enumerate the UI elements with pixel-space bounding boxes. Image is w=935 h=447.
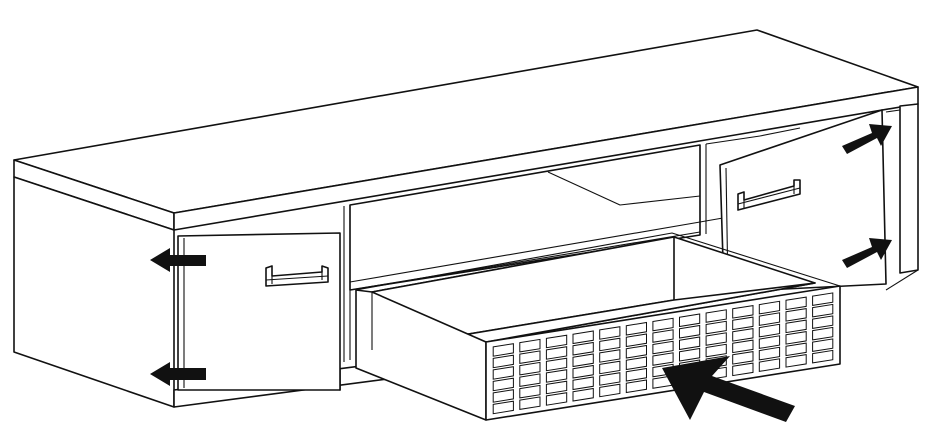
drawer-slat xyxy=(812,292,834,306)
drawer-slat xyxy=(519,373,541,387)
drawer-slat xyxy=(732,362,754,377)
cabinet-body xyxy=(13,29,919,408)
drawer-slat xyxy=(732,316,754,331)
drawer-slat xyxy=(519,396,541,410)
cabinet-right-side xyxy=(899,103,919,274)
drawer-slat xyxy=(545,334,568,349)
drawer-slat xyxy=(679,313,701,328)
drawer-slat xyxy=(652,317,674,332)
drawer-slat xyxy=(625,379,647,394)
drawer-slat xyxy=(785,331,807,345)
left-door-bottom-arrow xyxy=(150,362,206,386)
drawer-slat xyxy=(785,319,807,334)
drawer-slat xyxy=(732,328,754,342)
drawer-slat xyxy=(545,369,568,383)
drawer-slat xyxy=(652,352,674,366)
drawer-slat xyxy=(679,347,701,362)
arrows xyxy=(150,124,892,422)
drawer-slat xyxy=(492,377,514,392)
drawer-slat xyxy=(812,326,834,341)
drawer-slat xyxy=(572,341,594,356)
drawer-slat xyxy=(572,353,594,368)
drawer-push-arrow xyxy=(662,356,795,422)
drawer-slat xyxy=(492,389,514,403)
drawer-slat xyxy=(519,361,541,376)
drawer-slat xyxy=(812,338,834,352)
drawer-slat xyxy=(492,343,514,357)
drawer-slat xyxy=(572,364,594,379)
drawer-slat xyxy=(625,333,647,348)
drawer-slat xyxy=(599,326,621,340)
drawer-slat xyxy=(625,321,647,336)
drawer-slat xyxy=(492,366,514,380)
drawer-slat xyxy=(599,349,621,363)
drawer-slat xyxy=(519,384,541,399)
drawer-slat xyxy=(679,324,701,339)
drawer-slat xyxy=(625,344,647,359)
drawer-slat xyxy=(599,360,621,375)
left-door-panel xyxy=(177,232,341,391)
drawer-slat xyxy=(758,300,781,315)
drawer-slat xyxy=(732,305,754,319)
drawer-slat xyxy=(705,309,727,323)
drawer-slat xyxy=(572,387,594,402)
right-door-panel xyxy=(719,109,887,293)
right-door-top-arrow xyxy=(842,124,892,154)
drawer-slat xyxy=(812,349,834,364)
drawer-slat xyxy=(625,367,647,382)
drawer-slat xyxy=(758,346,781,361)
drawer-slat xyxy=(785,308,807,322)
drawer-slat xyxy=(572,376,594,391)
drawer-slat xyxy=(812,315,834,329)
drawer-slat xyxy=(758,323,781,338)
drawer-slat xyxy=(785,342,807,357)
drawer-slat xyxy=(652,340,674,355)
left-door-top-arrow xyxy=(150,248,206,272)
drawer-slat xyxy=(519,350,541,364)
drawer-slat xyxy=(705,320,727,335)
left-door-handle xyxy=(265,265,329,287)
left-door xyxy=(177,232,341,391)
drawer-slat xyxy=(732,351,754,365)
drawer-slat xyxy=(758,312,781,326)
drawer-slat xyxy=(732,339,754,354)
drawer-slat xyxy=(705,332,727,346)
drawer-slat xyxy=(652,329,674,343)
drawer-slat xyxy=(545,392,568,406)
drawer-slat xyxy=(599,372,621,386)
drawer-slat xyxy=(599,337,621,352)
drawer-slat xyxy=(625,356,647,371)
drawer-slat xyxy=(545,357,568,372)
right-door xyxy=(719,109,887,293)
drawer-slat xyxy=(785,354,807,368)
drawer-slat xyxy=(599,383,621,398)
drawer-slat xyxy=(758,335,781,349)
drawer-slat xyxy=(545,346,568,360)
drawer-slat xyxy=(492,354,514,369)
drawer-slat xyxy=(785,296,807,311)
drawer-slat xyxy=(679,336,701,351)
drawer-slat xyxy=(705,343,727,358)
right-door-bottom-arrow xyxy=(842,238,892,268)
drawer-slat xyxy=(572,330,594,345)
drawer-slat xyxy=(519,338,541,353)
drawer-slat xyxy=(492,400,514,415)
drawer-slat xyxy=(758,358,781,372)
drawer-slat xyxy=(812,303,834,318)
drawer-slat xyxy=(545,380,568,395)
right-door-handle xyxy=(737,179,801,211)
